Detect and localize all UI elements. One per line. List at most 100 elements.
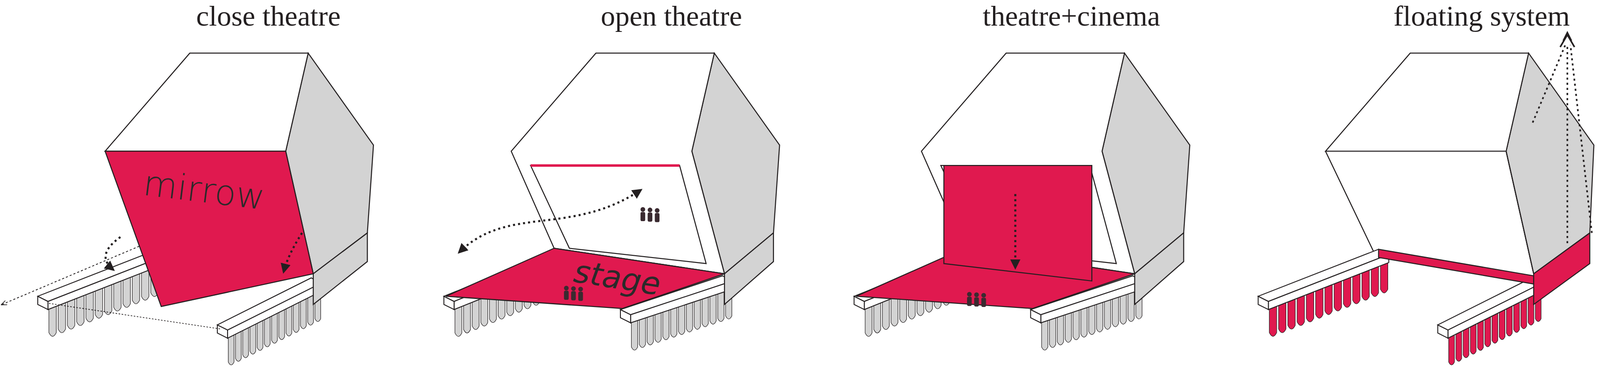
bench-leg [1306,290,1315,322]
theatre-cinema-panel [853,52,1190,350]
bench-leg [882,298,890,330]
close-theatre-panel [2,52,374,365]
bench-leg [1371,265,1379,297]
screen-arrow [1014,193,1017,268]
people [640,206,660,223]
bench-front [1268,254,1389,310]
bench-leg [1324,283,1333,315]
bench-leg [702,295,709,327]
open-theatre-panel [443,52,780,350]
bench-leg [85,290,94,322]
bench-leg [1448,334,1455,365]
bench-leg [76,294,85,326]
panel-title: open theatre [600,1,743,31]
bench-leg [472,298,480,330]
bench-leg [694,298,701,330]
cube-top-face [105,52,308,151]
bench-leg [1463,326,1469,358]
bench [1437,277,1543,365]
guide-line [48,303,221,329]
cube-top-face [1325,52,1529,151]
people [563,285,583,301]
lift-arrowhead [1560,32,1575,48]
bench-leg [1041,319,1048,350]
bench-leg [1127,290,1135,321]
bench-leg [463,302,471,333]
bench-leg [67,298,75,329]
bench-leg [865,305,872,336]
bench-leg [1315,287,1324,318]
cinema-screen [943,165,1092,281]
bench-leg [132,272,141,304]
bench-leg [300,297,307,329]
base-slab [1134,232,1184,304]
people [967,291,986,307]
floating-bar [1378,249,1534,284]
bench-leg [257,319,264,351]
bench-leg [873,302,881,333]
bench-leg [285,304,292,336]
base-slab [313,232,368,304]
bench-leg [639,316,646,348]
panel-title: theatre+cinema [982,1,1161,31]
cube-edge [1325,150,1374,251]
bench-leg [717,290,725,321]
bench-leg [1057,313,1064,345]
bench-top [1437,277,1543,330]
opening-arrow [459,189,642,253]
bench-front [1447,282,1542,339]
part-label: mirrow [141,165,267,216]
part-label: stage [571,254,664,300]
bench-leg [454,305,462,336]
bench-leg [293,301,299,332]
floating-system-panel [1258,32,1595,365]
bench-leg [1362,269,1370,300]
stage-floor [445,247,725,308]
bench-leg [1065,311,1072,343]
bench-leg [1455,330,1462,361]
lift-line [1570,44,1592,233]
bench-leg [1081,306,1088,337]
bench-leg [1491,312,1498,343]
bench-leg [1088,303,1095,335]
rotation-arrow [105,236,121,270]
lift-line [1566,44,1569,243]
bench-leg [670,306,677,337]
bench-leg [48,305,57,336]
lift-line [1532,44,1566,123]
bench-leg [480,294,488,326]
bench-leg [1072,308,1080,340]
bench-leg [235,330,242,361]
bench-leg [264,316,271,347]
bench-leg [1269,305,1277,336]
bench-leg [1049,316,1056,348]
bench-leg [1528,294,1535,325]
bench-leg [1484,316,1491,347]
bench-leg [1104,298,1111,330]
bench-leg [104,283,113,315]
panel-title: close theatre [196,1,341,31]
bench-leg [1352,272,1361,304]
bench-leg [1380,262,1389,293]
bench-leg [1278,301,1287,333]
bench-leg [631,319,638,350]
bench-leg [113,280,122,311]
cube-edge [1506,150,1534,274]
panel-title: floating system [1393,1,1570,31]
bench-leg [1477,319,1484,351]
bench-leg [678,303,685,335]
bench-leg [891,294,898,326]
red-rail [530,163,680,167]
bench-leg [646,313,654,345]
bench-leg [1120,293,1127,324]
bench-leg [1096,300,1104,332]
floating-base [1533,232,1590,304]
bench-top [1258,249,1390,302]
rotation-arrow [283,232,303,272]
benches [1258,249,1543,365]
bench-leg [123,276,131,308]
bench-leg [1513,301,1520,332]
bench [1258,249,1390,337]
bench-leg [1499,308,1506,339]
